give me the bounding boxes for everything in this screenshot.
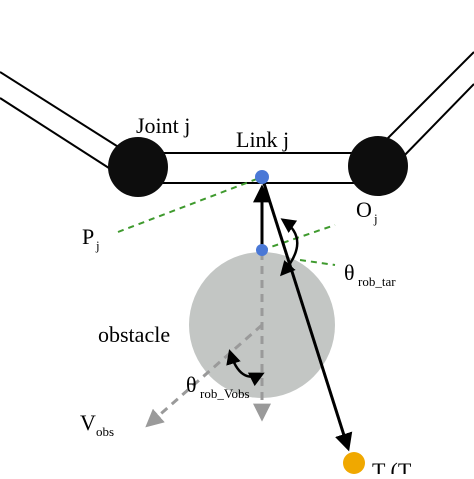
link-label: Link j [236, 127, 289, 152]
tar-dashed-line [261, 224, 336, 251]
svg-text:rob_tar: rob_tar [358, 274, 396, 289]
theta-vobs-arc [226, 349, 265, 387]
joint-o-circle [348, 136, 408, 196]
target-label: T (T [372, 458, 412, 474]
svg-text:θ: θ [186, 372, 197, 397]
theta-tar-label: θ rob_tar [344, 260, 396, 289]
joint-j-circle [108, 137, 168, 197]
point-top-blue [255, 170, 269, 184]
p-label: P j [82, 224, 100, 253]
theta-tar-leader [299, 259, 336, 266]
svg-text:θ: θ [344, 260, 355, 285]
right-link [383, 51, 474, 163]
joint-label: Joint j [136, 113, 190, 138]
obstacle-label: obstacle [98, 322, 170, 347]
svg-text:j: j [95, 238, 100, 253]
theta-tar-arc [280, 218, 299, 277]
svg-text:P: P [82, 224, 94, 249]
target-arrow [260, 176, 353, 452]
svg-text:rob_Vobs: rob_Vobs [200, 386, 250, 401]
svg-text:O: O [356, 197, 372, 222]
vobs-dashed-arrow [145, 323, 263, 428]
point-pj-blue [256, 244, 268, 256]
theta-vobs-label: θ rob_Vobs [186, 372, 250, 401]
svg-text:j: j [373, 211, 378, 226]
target-point [343, 452, 365, 474]
p-dashed-line [117, 176, 263, 233]
vobs-label: V obs [80, 410, 114, 439]
svg-text:V: V [80, 410, 96, 435]
o-label: O j [356, 197, 378, 226]
link-j [150, 152, 360, 184]
left-link [0, 71, 121, 171]
svg-text:obs: obs [96, 424, 114, 439]
